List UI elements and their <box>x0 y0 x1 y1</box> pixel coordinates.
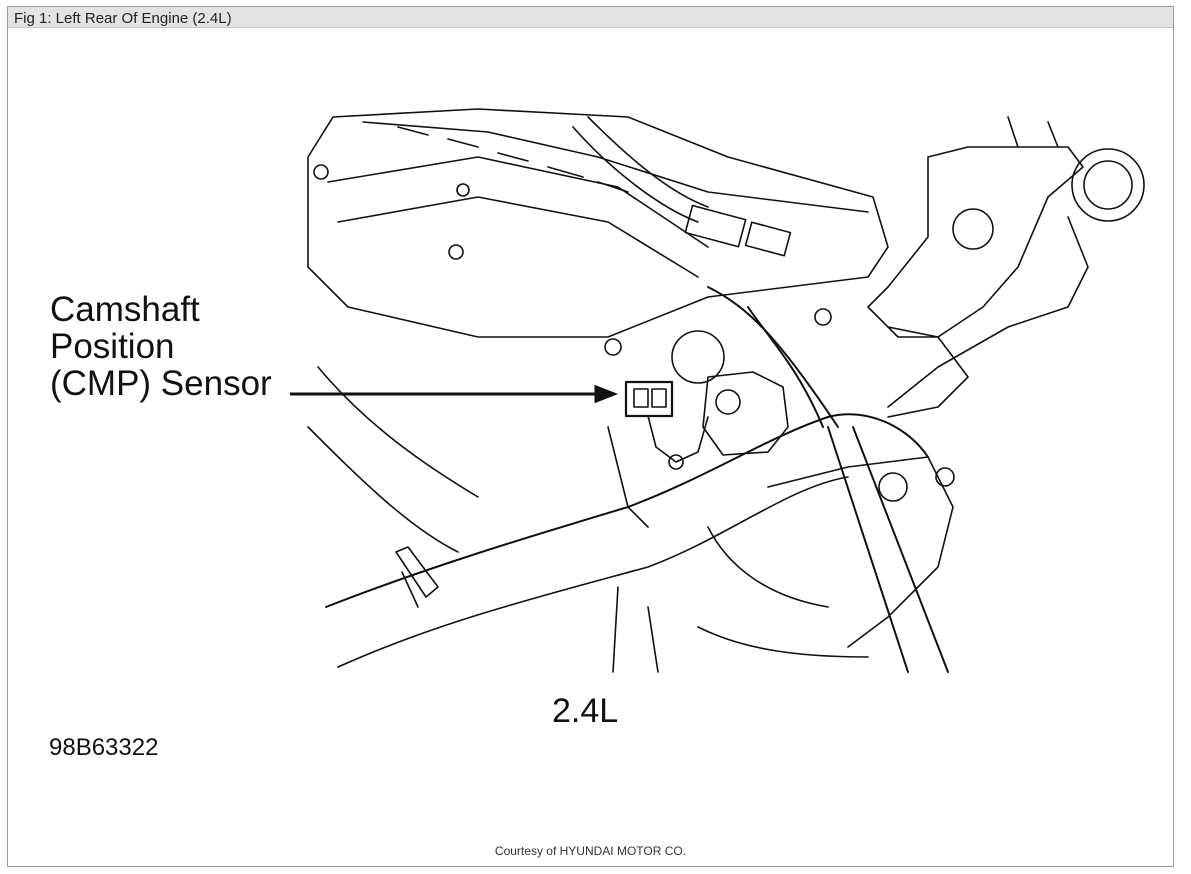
hose <box>325 413 929 608</box>
engine-illustration <box>290 108 1145 673</box>
valve-cover <box>307 108 889 338</box>
bracket <box>867 146 1084 338</box>
callout-line-2: Position <box>50 327 175 366</box>
callout-leader <box>290 384 619 404</box>
window-title: Fig 1: Left Rear Of Engine (2.4L) <box>14 10 232 27</box>
callout-line-1: Camshaft <box>50 290 200 329</box>
figure-window: Fig 1: Left Rear Of Engine (2.4L) <box>7 6 1174 867</box>
figure-id: 98B63322 <box>49 734 159 761</box>
callout-line-3: (CMP) Sensor <box>50 364 272 403</box>
figure-caption: 2.4L <box>552 692 619 730</box>
callout-label: Camshaft Position (CMP) Sensor <box>50 291 272 402</box>
title-bar: Fig 1: Left Rear Of Engine (2.4L) <box>8 7 1173 28</box>
credit-line: Courtesy of HYUNDAI MOTOR CO. <box>494 844 687 858</box>
